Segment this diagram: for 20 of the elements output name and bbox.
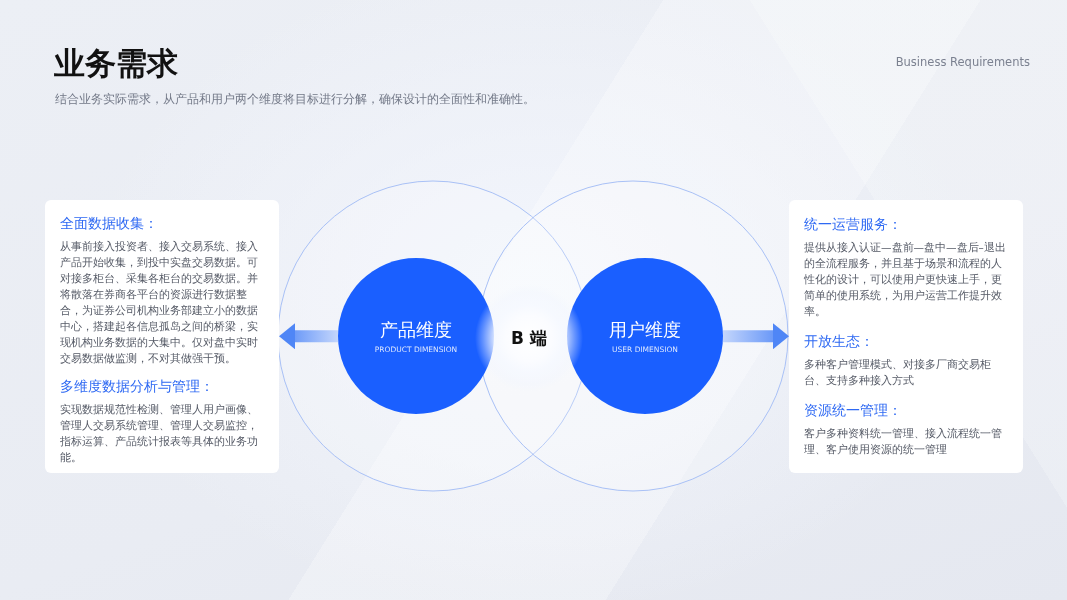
- circle-title: 产品维度: [380, 318, 452, 341]
- subtitle: 结合业务实际需求，从产品和用户两个维度将目标进行分解，确保设计的全面性和准确性。: [55, 91, 535, 107]
- circle-title: 用户维度: [609, 318, 681, 341]
- section-heading: 资源统一管理：: [804, 401, 902, 420]
- section-heading: 开放生态：: [804, 332, 874, 351]
- section-text: 从事前接入投资者、接入交易系统、接入产品开始收集，到投中实盘交易数据。可对接多柜台、采集各柜台的交易数据。并将散落在券商各平台的资源进行数据整合，为证券公司机构业务部建立小的数据中心，搭建起各信息孤岛之间的桥梁，实现机构业务数据的大集中。仅对盘中实时交易数据做监测，不对其做强干预。: [60, 239, 259, 366]
- section-text: 实现数据规范性检测、管理人用户画像、管理人交易系统管理、管理人交易监控，指标运算、产品统计报表等具体的业务功能。: [60, 402, 259, 465]
- section-text: 提供从接入认证—盘前—盘中—盘后–退出的全流程服务，并且基于场景和流程的人性化的设计，可以使用户更快速上手，更简单的使用系统，为用户运营工作提升效率。: [804, 240, 1007, 319]
- arrow: [278, 323, 339, 350]
- section-text: 多种客户管理模式、对接多厂商交易柜台、支持多种接入方式: [804, 357, 992, 388]
- section-heading: 统一运营服务：: [804, 215, 902, 234]
- info-card: [45, 200, 279, 473]
- center-label: B 端: [511, 327, 547, 349]
- section-text: 客户多种资料统一管理、接入流程统一管理、客户使用资源的统一管理: [804, 426, 1003, 457]
- section-heading: 多维度数据分析与管理：: [60, 377, 214, 396]
- section-heading: 全面数据收集：: [60, 214, 158, 233]
- page-title: 业务需求: [54, 45, 178, 81]
- header-label: Business Requirements: [895, 54, 1030, 70]
- info-card: [789, 200, 1023, 473]
- arrow: [723, 323, 790, 350]
